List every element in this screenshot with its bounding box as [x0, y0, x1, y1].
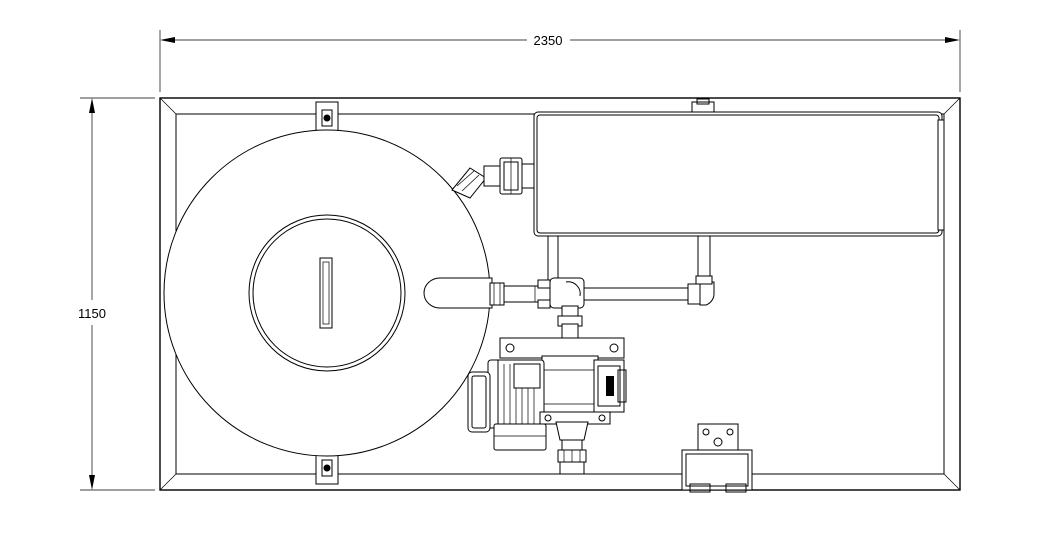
- piping: [503, 235, 715, 341]
- lid-handle: [319, 257, 333, 329]
- width-arrow-left: [160, 37, 175, 43]
- tank-lid-inner: [252, 218, 402, 368]
- tank-elbow-outlet: [451, 157, 537, 199]
- tank-lid-outer: [248, 214, 406, 372]
- height-arrow-top: [89, 98, 95, 113]
- width-arrow-right: [945, 37, 960, 43]
- control-box: [681, 423, 753, 493]
- pipe-elbow-fitting: [549, 277, 585, 309]
- height-label: 1150: [78, 306, 106, 321]
- motor-foot: [493, 423, 547, 451]
- height-dimension: 1150: [78, 97, 155, 491]
- width-dimension: 2350: [159, 30, 961, 92]
- round-tank: [163, 101, 537, 485]
- box-body: [533, 111, 943, 237]
- upper-right-box: [533, 98, 945, 237]
- control-box-body: [681, 449, 753, 491]
- width-label: 2350: [534, 33, 563, 48]
- frame-outer: [159, 97, 961, 491]
- pump-assembly: [467, 337, 627, 475]
- pump-casing: [541, 355, 599, 417]
- pump-mounting-plate: [499, 337, 625, 359]
- pump-discharge: [555, 421, 589, 441]
- tank-side-nozzle: [423, 277, 505, 309]
- motor-terminal-box: [513, 363, 541, 389]
- height-arrow-bottom: [89, 475, 95, 490]
- motor-fan-cover: [467, 371, 491, 433]
- box-top-fitting: [691, 101, 715, 113]
